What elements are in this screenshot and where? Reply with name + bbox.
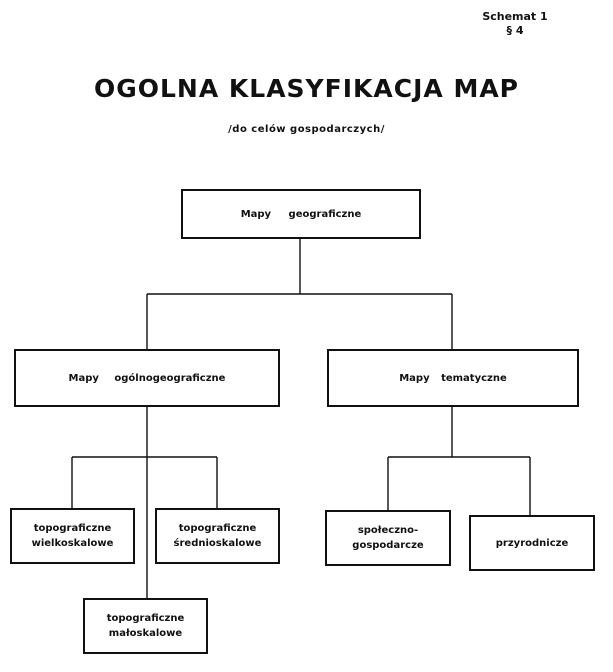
node-mapy-geograficzne: Mapy geograficzne <box>181 189 421 239</box>
diagram-subtitle: /do celów gospodarczych/ <box>228 124 385 135</box>
node-socio-line1: społeczno- <box>357 525 419 536</box>
node-topograficzne-maloskalowe: topograficzne małoskalowe <box>83 598 208 654</box>
node-topo-small-line2: małoskalowe <box>108 628 183 639</box>
node-socio-line2: gospodarcze <box>352 540 424 551</box>
node-topo-large-line1: topograficzne <box>33 523 112 534</box>
diagram-title: OGOLNA KLASYFIKACJA MAP <box>93 74 520 103</box>
node-mapy-geograficzne-label: Mapy geograficzne <box>240 208 362 220</box>
node-przyrodnicze: przyrodnicze <box>469 515 595 571</box>
node-topograficzne-wielkoskalowe: topograficzne wielkoskalowe <box>10 508 135 564</box>
node-topo-medium-line1: topograficzne <box>178 523 257 534</box>
node-topograficzne-srednioskalowe: topograficzne średnioskalowe <box>155 508 280 564</box>
paragraph-number: § 4 <box>506 24 524 37</box>
schemat-number: Schemat 1 <box>482 10 548 23</box>
node-topo-small-line1: topograficzne <box>106 613 185 624</box>
node-mapy-ogolnogeograficzne: Mapy ogólnogeograficzne <box>14 349 280 407</box>
node-spoleczno-gospodarcze: społeczno- gospodarcze <box>325 510 451 566</box>
node-mapy-tematyczne-label: Mapy tematyczne <box>399 372 507 384</box>
node-mapy-tematyczne: Mapy tematyczne <box>327 349 579 407</box>
schemat-label: Schemat 1 § 4 <box>470 10 560 38</box>
node-mapy-ogolnogeograficzne-label: Mapy ogólnogeograficzne <box>68 372 226 384</box>
node-przyrodnicze-label: przyrodnicze <box>495 537 569 549</box>
node-topo-medium-line2: średnioskalowe <box>173 538 262 549</box>
node-topo-large-line2: wielkoskalowe <box>31 538 114 549</box>
